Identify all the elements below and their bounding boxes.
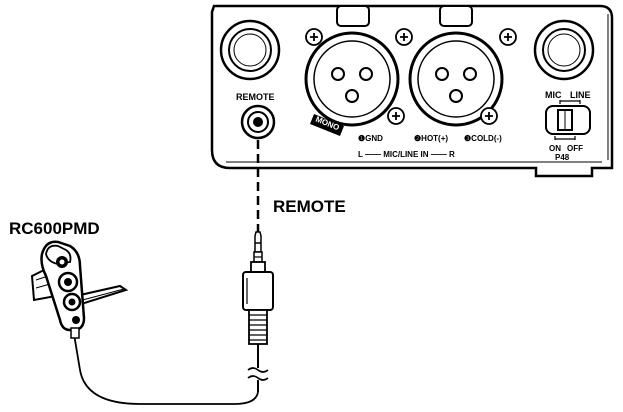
svg-text:LINE: LINE [570,90,591,100]
pin-cold-label: ❸COLD(-) [464,134,502,143]
xlr-socket-left [304,5,400,127]
left-knob [219,19,281,81]
remote-unit-label: RC600PMD [9,219,100,238]
screw-icons [305,28,517,125]
svg-text:ON: ON [549,144,561,153]
remote-unit-cable [73,333,259,405]
remote-unit [30,240,129,339]
remote-cable-label: REMOTE [273,197,346,216]
svg-text:MIC: MIC [545,90,562,100]
pin-gnd-label: ❶GND [358,134,383,143]
mini-plug [242,231,274,392]
svg-text:P48: P48 [555,153,570,162]
remote-jack-label: REMOTE [236,92,275,102]
input-caption: L —— MIC/LINE IN —— R [358,150,455,159]
xlr-socket-right [408,5,504,127]
svg-text:OFF: OFF [567,144,583,153]
mic-line-switch: MIC LINE ON OFF P48 [545,90,591,162]
remote-jack [240,104,276,140]
pin-hot-label: ❷HOT(+) [414,134,448,143]
recorder-device: REMOTE MO [210,4,614,178]
right-knob [533,19,595,81]
